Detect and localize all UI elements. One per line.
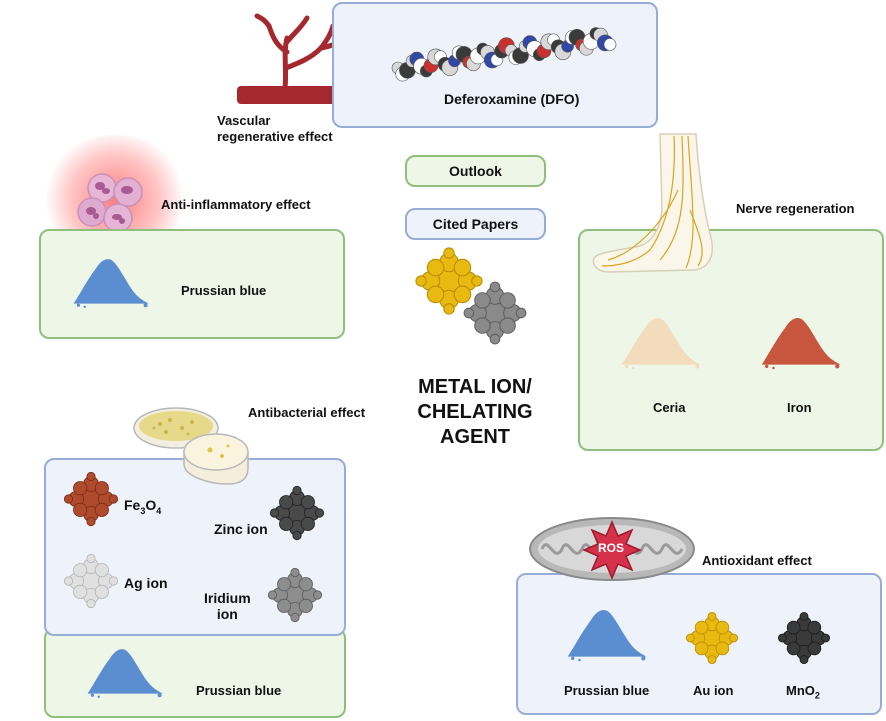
prussian-blue-bottom-box <box>44 628 346 718</box>
ceria-label: Ceria <box>653 400 686 415</box>
au-nanoparticle-icon <box>686 612 738 664</box>
mno2-nanoparticle-icon <box>778 612 830 664</box>
ros-label: ROS <box>598 541 625 555</box>
antioxidant-heading: Antioxidant effect <box>702 553 812 568</box>
antibacterial-heading: Antibacterial effect <box>248 405 366 420</box>
dfo-label: Deferoxamine (DFO) <box>444 91 580 107</box>
prussian-blue-label: Prussian blue <box>181 283 267 298</box>
iron-powder-icon <box>761 318 841 370</box>
mitochondrion-icon <box>529 517 695 581</box>
inflammatory-cells-icon <box>77 173 143 233</box>
zinc-label: Zinc ion <box>214 521 268 537</box>
mno2-label: MnO2 <box>786 683 820 701</box>
ag-nanoparticle-icon <box>63 553 119 609</box>
vascular-label: Vascular regenerative effect <box>217 113 333 144</box>
anti-inflammatory-box <box>39 229 345 339</box>
ag-label: Ag ion <box>124 575 168 591</box>
outlook-box[interactable]: Outlook <box>405 155 546 187</box>
powder-pile-icon <box>87 649 163 698</box>
iridium-label: Iridium ion <box>204 590 251 622</box>
foot-nerve-icon <box>592 133 714 273</box>
iridium-nanoparticle-icon <box>267 567 323 623</box>
powder-pile-icon <box>73 259 149 308</box>
anti-inflammatory-heading: Anti-inflammatory effect <box>161 197 311 212</box>
grey-nanoparticle-icon <box>463 281 527 345</box>
blood-vessel-icon <box>237 13 362 104</box>
cited-papers-box[interactable]: Cited Papers <box>405 208 546 240</box>
center-title: METAL ION/ CHELATING AGENT <box>417 376 533 448</box>
petri-dish-icon <box>133 407 249 485</box>
zinc-nanoparticle-icon <box>269 485 325 541</box>
prussian-blue-label: Prussian blue <box>196 683 282 698</box>
iron-label: Iron <box>787 400 812 415</box>
powder-pile-icon <box>567 610 647 662</box>
prussian-blue-label: Prussian blue <box>564 683 650 698</box>
dfo-molecule-icon <box>391 27 617 82</box>
dfo-atom <box>603 38 617 51</box>
nerve-heading: Nerve regeneration <box>736 201 855 216</box>
au-label: Au ion <box>693 683 734 698</box>
ceria-powder-icon <box>621 318 701 370</box>
fe3o4-nanoparticle-icon <box>63 471 119 527</box>
fe3o4-label: Fe3O4 <box>124 497 162 516</box>
